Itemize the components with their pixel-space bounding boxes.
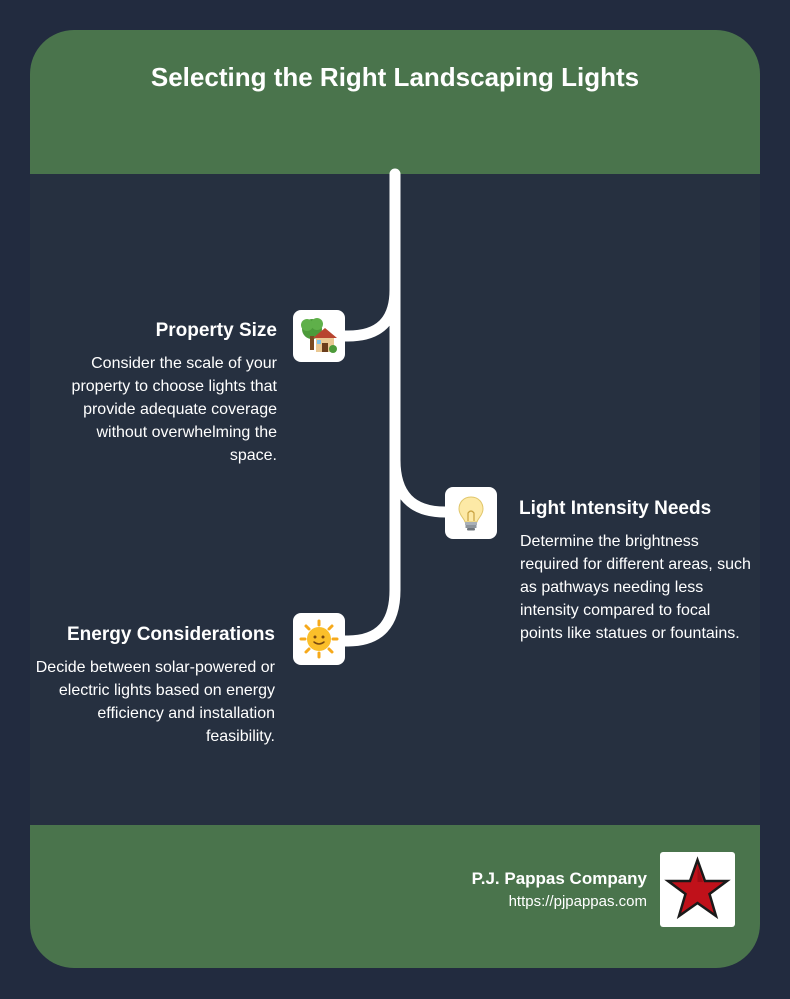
property-size-description: Consider the scale of your property to c… bbox=[71, 355, 277, 464]
page-title: Selecting the Right Landscaping Lights bbox=[150, 62, 640, 92]
light-intensity-description: Determine the brightness required for di… bbox=[520, 533, 751, 642]
company-logo bbox=[660, 852, 735, 927]
energy-considerations-description: Decide between solar-powered or electric… bbox=[35, 659, 275, 745]
light-intensity-title: Light Intensity Needs bbox=[519, 498, 712, 519]
sun-icon bbox=[299, 619, 339, 659]
timeline-connector bbox=[324, 168, 466, 647]
light-intensity-icon-box bbox=[445, 487, 497, 539]
company-name: P.J. Pappas Company bbox=[471, 869, 647, 888]
property-size-icon-box bbox=[293, 310, 345, 362]
footer-banner: P.J. Pappas Company https://pjpappas.com bbox=[30, 825, 760, 968]
light-bulb-icon bbox=[458, 496, 484, 531]
house-with-tree-icon bbox=[301, 318, 337, 353]
red-star-logo-icon bbox=[664, 856, 731, 920]
energy-icon-box bbox=[293, 613, 345, 665]
header-banner: Selecting the Right Landscaping Lights bbox=[30, 30, 760, 174]
energy-considerations-title: Energy Considerations bbox=[67, 624, 275, 645]
property-size-title: Property Size bbox=[155, 320, 277, 341]
infographic-card: Selecting the Right Landscaping Lights P… bbox=[30, 30, 760, 968]
company-url[interactable]: https://pjpappas.com bbox=[508, 893, 647, 910]
timeline-path bbox=[324, 168, 466, 647]
